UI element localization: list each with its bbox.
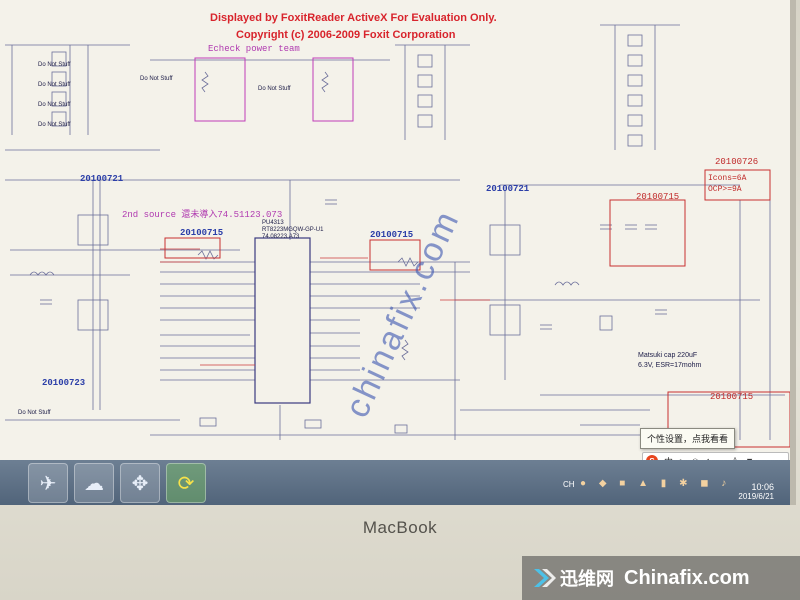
ic-label-2: RT8223MGQW-GP-U1 (262, 227, 324, 233)
date-left-top: 20100721 (80, 174, 124, 184)
ic-label-3: 74.08223.A73 (262, 234, 300, 240)
clock-time[interactable]: 10:06 (751, 482, 774, 492)
ime-tooltip: 个性设置，点我看看 (640, 428, 736, 449)
date-right-mid: 20100721 (486, 184, 530, 194)
taskbar-app-refresh[interactable]: ⟳ (166, 463, 206, 503)
date-far-right: 20100726 (715, 157, 759, 167)
tray-lang[interactable]: CH (563, 480, 575, 489)
clock-date[interactable]: 2019/6/21 (738, 492, 774, 501)
refresh-icon: ⟳ (177, 472, 195, 495)
date-center-left-box: 20100715 (180, 228, 224, 238)
foxit-eval-line2: Copyright (c) 2006-2009 Foxit Corporatio… (236, 29, 456, 41)
watermark-cn: 迅维网 (560, 569, 614, 590)
dnp-label-1: Do Not Stuff (38, 62, 71, 68)
second-source-note: 2nd source 還未導入74.51123.073 (122, 210, 283, 220)
ocp-note-line2: OCP>=9A (708, 185, 742, 194)
ocp-note-line1: Icons=6A (708, 174, 747, 183)
dnp-label-4: Do Not Stuff (38, 122, 71, 128)
chinafix-watermark: 迅维网 Chinafix.com (522, 556, 800, 600)
screen: chinafix.com Displayed by FoxitReader Ac… (0, 0, 796, 505)
dnp-label-3: Do Not Stuff (38, 102, 71, 108)
cap-note-line2: 6.3V, ESR=17mohm (638, 362, 702, 369)
chinafix-logo-icon (534, 569, 556, 587)
macbook-logo: MacBook (362, 518, 438, 537)
cap-note-line1: Matsuki cap 220uF (638, 352, 698, 359)
taskbar-app-bird[interactable]: ✈ (28, 463, 68, 503)
ic-label-1: PU4313 (262, 220, 284, 226)
dnp-label-5: Do Not Stuff (140, 76, 173, 82)
bird-icon: ✈ (39, 472, 57, 495)
taskbar: ✈ ☁ ✥ ⟳ CH ● ◆ ■ ▲ ▮ ✱ ◼ ♪ 10:06 2019/6/… (0, 460, 790, 505)
tray-icons[interactable]: ● ◆ ■ ▲ ▮ ✱ ◼ ♪ (580, 478, 732, 489)
taskbar-app-move[interactable]: ✥ (120, 463, 160, 503)
chat-icon: ☁ (84, 472, 104, 495)
foxit-eval-line1: Displayed by FoxitReader ActiveX For Eva… (210, 12, 497, 24)
move-icon: ✥ (131, 472, 149, 495)
date-center: 20100715 (370, 230, 414, 240)
date-right-box: 20100715 (636, 192, 680, 202)
schematic-viewer[interactable]: chinafix.com Displayed by FoxitReader Ac… (0, 0, 790, 460)
dnp-label-2: Do Not Stuff (38, 82, 71, 88)
date-bottom-right: 20100715 (710, 392, 754, 402)
controller-ic (254, 237, 311, 404)
watermark-en: Chinafix.com (624, 566, 750, 589)
schematic-drawing: chinafix.com (5, 24, 790, 448)
dnp-label-6: Do Not Stuff (258, 86, 291, 92)
taskbar-app-chat[interactable]: ☁ (74, 463, 114, 503)
date-left-bottom: 20100723 (42, 378, 86, 388)
check-power-note: Echeck power team (208, 44, 300, 54)
dnp-label-7: Do Not Stuff (18, 410, 51, 416)
